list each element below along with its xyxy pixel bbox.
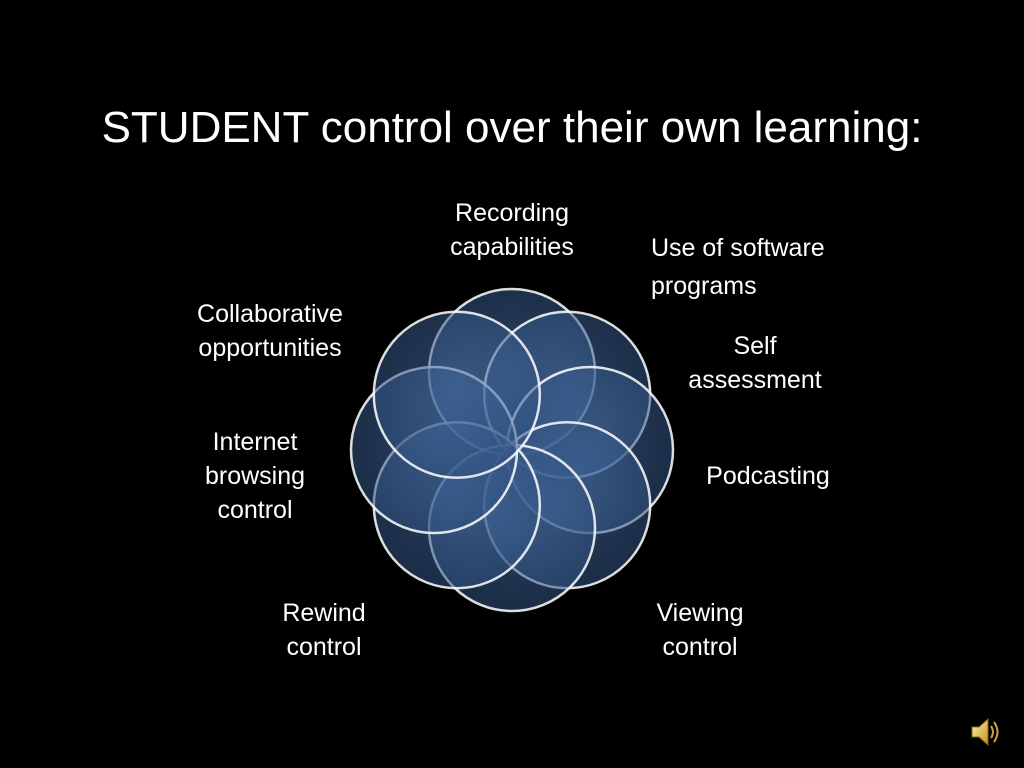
label-collab-line-2: opportunities bbox=[198, 334, 342, 362]
label-collab-line-1: Collaborative bbox=[197, 300, 343, 328]
label-self-assessment: Self assessment bbox=[655, 329, 855, 397]
label-podcasting: Podcasting bbox=[668, 459, 868, 493]
speaker-icon[interactable] bbox=[970, 714, 1000, 750]
label-internet-browsing: Internet browsing control bbox=[160, 425, 350, 527]
label-internet-line-3: control bbox=[217, 496, 293, 524]
label-software-line-1: Use of software bbox=[651, 234, 825, 262]
label-self-line-1: Self bbox=[733, 332, 777, 360]
slide-title: STUDENT control over their own learning: bbox=[101, 103, 923, 152]
label-viewing-line-2: control bbox=[662, 633, 738, 661]
label-rewind-control: Rewind control bbox=[224, 596, 424, 664]
label-software-line-2: programs bbox=[651, 272, 757, 300]
label-podcast-line-1: Podcasting bbox=[706, 462, 830, 490]
label-recording-line-1: Recording bbox=[455, 199, 569, 227]
label-collaborative: Collaborative opportunities bbox=[160, 297, 380, 365]
label-rewind-line-1: Rewind bbox=[282, 599, 366, 627]
label-rewind-line-2: control bbox=[286, 633, 362, 661]
label-internet-line-2: browsing bbox=[204, 462, 306, 490]
label-viewing-control: Viewing control bbox=[600, 596, 800, 664]
label-self-line-2: assessment bbox=[688, 366, 822, 394]
label-internet-line-1: Internet bbox=[212, 428, 298, 456]
label-recording: Recording capabilities bbox=[412, 196, 612, 264]
label-viewing-line-1: Viewing bbox=[656, 599, 744, 627]
label-software: Use of software programs bbox=[651, 229, 881, 305]
label-recording-line-2: capabilities bbox=[450, 233, 574, 261]
circle-group bbox=[349, 287, 675, 613]
circle-collab bbox=[372, 310, 542, 480]
